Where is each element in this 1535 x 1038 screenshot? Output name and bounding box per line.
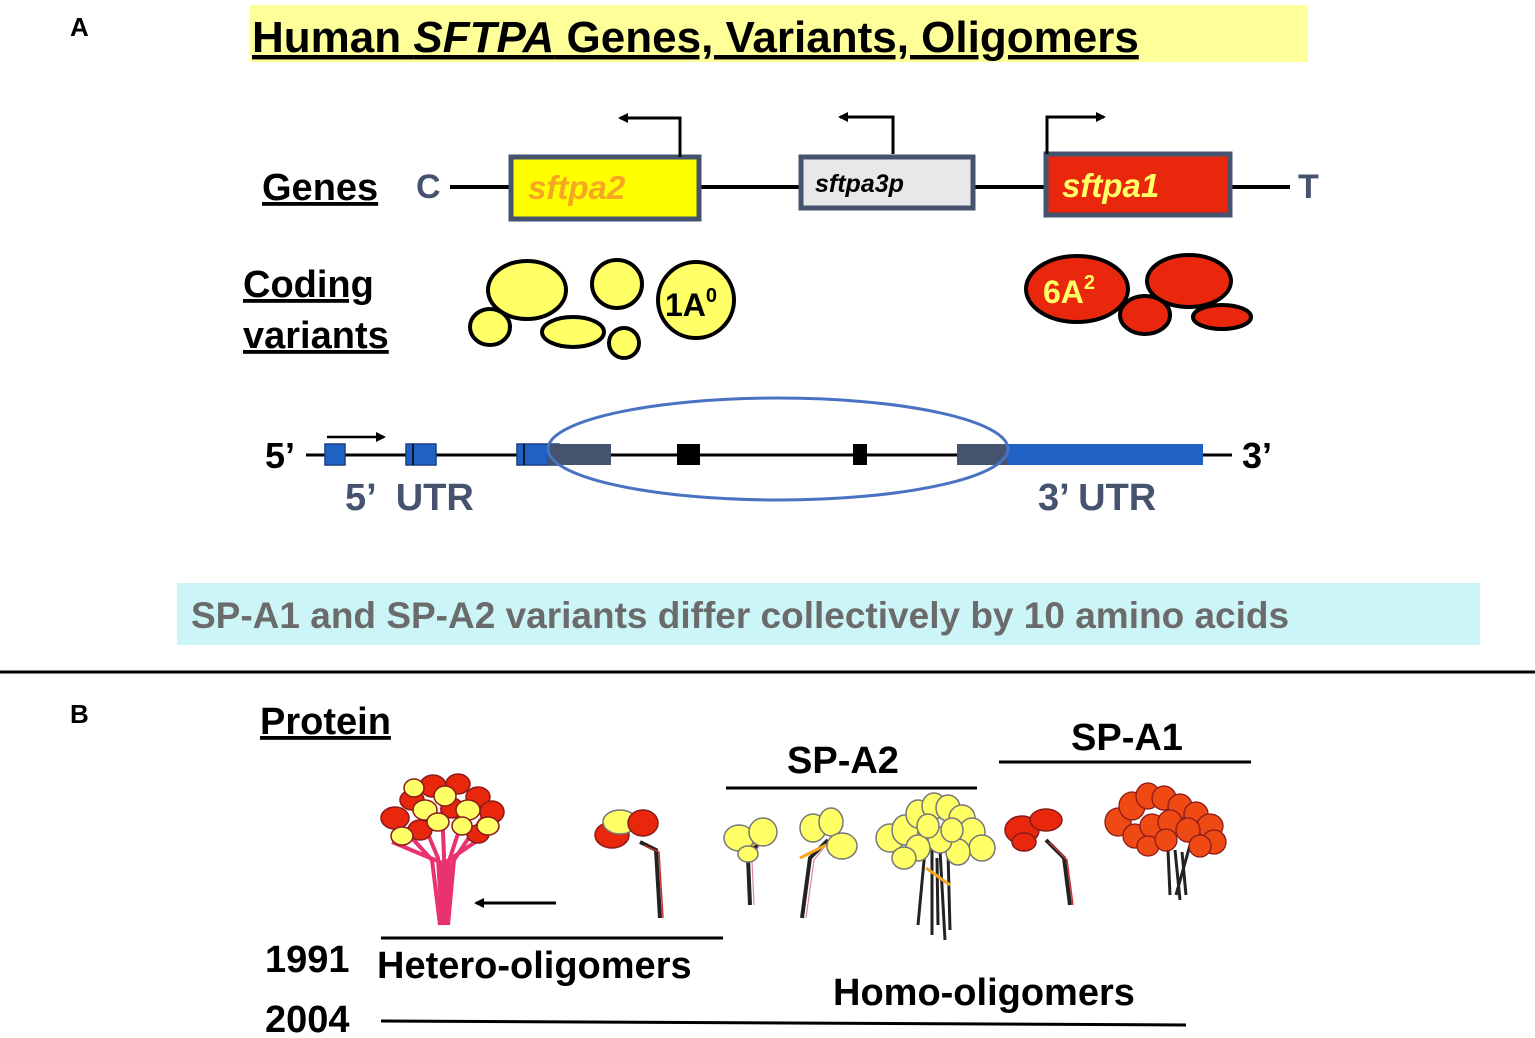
sp-a2-label: SP-A2 [787, 740, 899, 782]
three-utr-label: 3’ UTR [1038, 477, 1156, 519]
chromosome-t-end: T [1298, 168, 1319, 206]
coding-exon-end [957, 444, 1009, 465]
gene-sftpa2-label: sftpa2 [528, 169, 626, 206]
five-utr-label: 5’ UTR [345, 477, 474, 519]
transcript-structure: 5’ 3’ 5’ UTR 3’ UTR [265, 396, 1272, 519]
hetero-oligomer-octadecamer [380, 773, 505, 926]
note-highlight [177, 583, 1480, 645]
figure-title: Human SFTPA Genes, Variants, Oligomers [252, 13, 1139, 62]
genes-label: Genes [262, 167, 378, 209]
sp-a1-trimer [1004, 808, 1074, 906]
chromosome-c-end: C [416, 168, 441, 206]
variant-6a2-label: 6A2 [1043, 272, 1095, 310]
sp-a1-octadecamer [1104, 782, 1227, 901]
coding-exon-start [547, 444, 611, 465]
exon-small-2 [853, 444, 867, 465]
sp-a1-label: SP-A1 [1071, 717, 1183, 759]
five-prime-end: 5’ [265, 435, 295, 476]
three-prime-end: 3’ [1242, 435, 1272, 476]
variants-note: SP-A1 and SP-A2 variants differ collecti… [191, 595, 1289, 636]
sftpa3p-direction-arrow [838, 112, 895, 154]
sp-a2-trimer-1 [723, 817, 778, 906]
sp-a2-variants [468, 258, 736, 360]
homo-oligomers-label: Homo-oligomers [833, 972, 1135, 1014]
gene-sftpa3p-label: sftpa3p [815, 170, 904, 198]
panel-a-label: A [70, 12, 89, 42]
hetero-oligomers-label: Hetero-oligomers [377, 945, 692, 987]
exon-2 [405, 443, 437, 466]
gene-sftpa3p: sftpa3p [798, 112, 976, 211]
panel-b-label: B [70, 699, 89, 729]
year-2004: 2004 [265, 999, 350, 1038]
title-highlight [250, 5, 1308, 62]
three-utr-exon [1007, 444, 1203, 465]
year-1991: 1991 [265, 939, 350, 981]
exon-small-1 [677, 444, 700, 465]
sp-a1-variants [1024, 253, 1253, 336]
coding-variants-label-line1: Coding [243, 264, 374, 306]
sp-a2-octadecamer [875, 792, 996, 941]
variant-1a0-label: 1A0 [665, 285, 717, 323]
hetero-trimer [594, 809, 664, 919]
protein-label: Protein [260, 701, 391, 743]
gene-sftpa2: sftpa2 [508, 113, 702, 222]
exon-1 [324, 443, 346, 466]
gene-sftpa1: sftpa1 [1043, 112, 1233, 218]
sp-a2-trimer-2 [799, 807, 858, 919]
coding-variants-label-line2: variants [243, 315, 389, 357]
coding-region-highlight [546, 396, 1010, 502]
sftpa1-direction-arrow [1045, 112, 1106, 154]
homo-oligomer-bracket [380, 1019, 1187, 1027]
sftpa2-direction-arrow [618, 113, 682, 157]
gene-sftpa1-label: sftpa1 [1062, 167, 1159, 204]
